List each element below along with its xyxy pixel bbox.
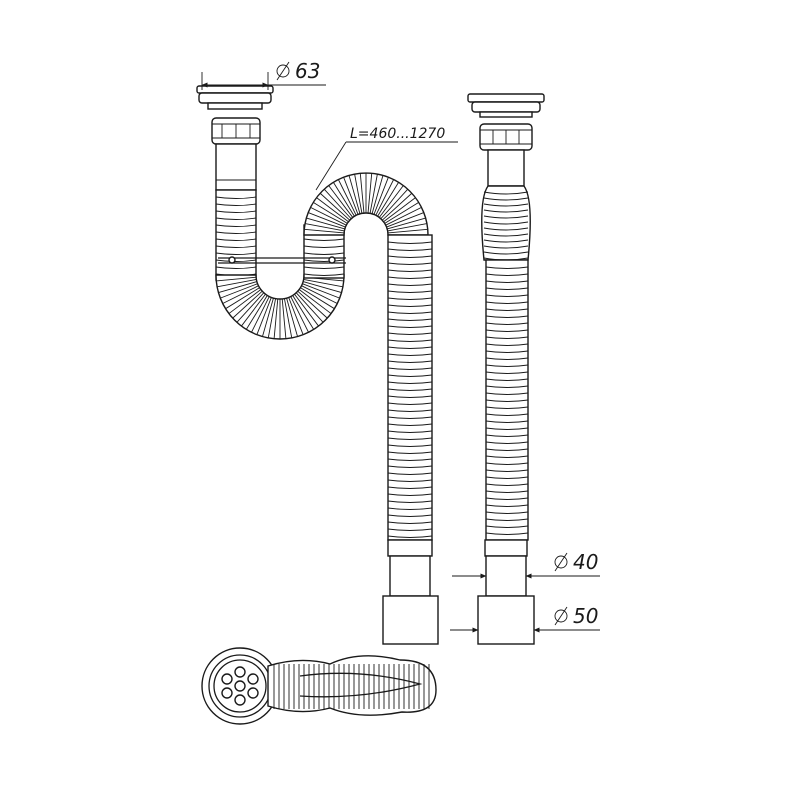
outlet-small-diameter-label: 40 bbox=[573, 550, 598, 574]
side-union-nut bbox=[479, 123, 533, 151]
diameter-symbol-icon bbox=[276, 61, 290, 81]
front-sink-flange bbox=[196, 85, 274, 110]
front-corrugated-top-arch bbox=[303, 172, 429, 236]
dimension-outlet-50: 50 bbox=[450, 604, 600, 633]
dimension-length: L=460...1270 bbox=[315, 126, 458, 191]
side-sink-flange bbox=[467, 93, 545, 118]
length-label: L=460...1270 bbox=[350, 126, 445, 142]
front-corrugated-right-leg bbox=[387, 234, 433, 541]
diameter-symbol-icon bbox=[554, 552, 568, 572]
outlet-large-diameter-label: 50 bbox=[573, 604, 598, 628]
side-corrugated-hose bbox=[485, 259, 529, 541]
side-corrugated-bulge bbox=[481, 185, 531, 261]
side-view bbox=[467, 93, 545, 645]
side-outlet-adapter bbox=[477, 539, 535, 645]
front-holding-clip bbox=[218, 256, 346, 264]
top-drain-grate bbox=[201, 647, 279, 725]
front-union-nut bbox=[211, 117, 261, 145]
top-corrugated-hose bbox=[267, 655, 437, 716]
front-outlet-adapter bbox=[382, 539, 439, 645]
front-corrugated-left-leg bbox=[215, 189, 257, 281]
side-inlet-tube bbox=[487, 149, 525, 187]
front-view bbox=[196, 85, 439, 645]
top-view bbox=[201, 647, 437, 725]
front-inlet-tube bbox=[215, 143, 257, 191]
diameter-symbol-icon bbox=[554, 606, 568, 626]
inlet-diameter-label: 63 bbox=[295, 59, 320, 83]
dimension-inlet-63: 63 bbox=[201, 59, 326, 90]
dimension-outlet-40: 40 bbox=[452, 550, 600, 579]
